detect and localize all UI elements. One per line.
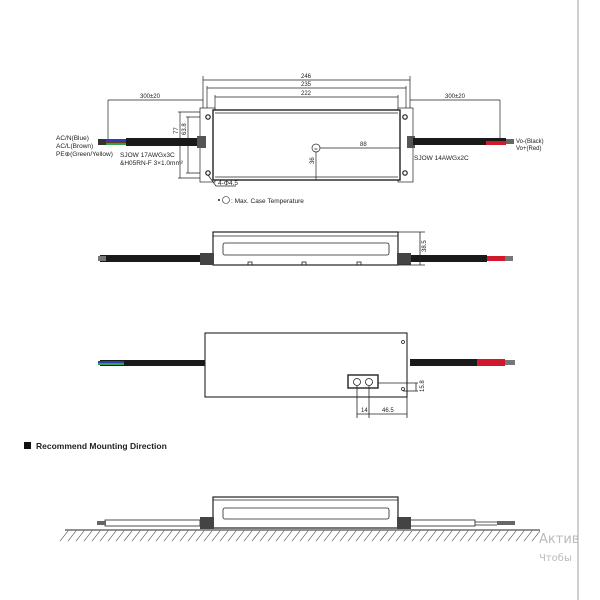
- wire-label-n: AC/N(Blue): [56, 135, 89, 142]
- holes-label: 4-Φ4.5: [218, 180, 238, 187]
- tc-symbol: tc: [314, 146, 317, 151]
- wire-label-pe: PE⊕(Green/Yellow): [56, 151, 113, 158]
- top-view: [107, 76, 501, 187]
- tc-legend: : Max. Case Temperature: [231, 198, 304, 205]
- wire-label-vo-minus: Vo-(Black): [516, 139, 544, 145]
- dim-63-8: 63.8: [182, 123, 188, 135]
- wire-brown: [98, 141, 126, 143]
- mounting-heading: Recommend Mounting Direction: [36, 441, 167, 451]
- dim-cable-left: 300±20: [140, 94, 161, 100]
- mounting-view: [65, 496, 540, 531]
- input-cable: [98, 136, 206, 148]
- dim-246: 246: [301, 74, 312, 80]
- watermark-line-2: Чтобы: [539, 553, 572, 564]
- dim-88: 88: [360, 142, 367, 148]
- input-cable-spec-2: &H05RN-F 3×1.0mm²: [120, 160, 184, 167]
- output-cable-spec: SJOW 14AWGx2C: [414, 155, 469, 162]
- dim-235: 235: [301, 82, 312, 88]
- side-view: [98, 231, 513, 266]
- dim-77: 77: [174, 127, 180, 134]
- wire-label-vo-plus: Vo+(Red): [516, 146, 542, 152]
- dim-38-5: 38.5: [422, 240, 428, 252]
- bottom-view: [98, 332, 515, 418]
- wire-label-l: AC/L(Brown): [56, 143, 93, 150]
- tc-legend-icon: [222, 196, 230, 204]
- ground-hatching: [59, 530, 541, 542]
- dim-46-5: 46.5: [382, 408, 394, 414]
- wire-blue: [98, 139, 126, 141]
- dim-cable-right: 300±20: [445, 94, 466, 100]
- input-cable-spec-1: SJOW 17AWGx3C: [120, 152, 175, 159]
- dim-15-8: 15.8: [420, 380, 426, 392]
- heading-bullet: [24, 442, 31, 449]
- dim-36: 36: [310, 157, 316, 164]
- wire-green: [98, 143, 126, 145]
- watermark-line-1: Актив: [539, 532, 580, 547]
- dim-222: 222: [301, 91, 312, 97]
- output-cable: [407, 136, 514, 148]
- dim-14: 14: [361, 408, 368, 414]
